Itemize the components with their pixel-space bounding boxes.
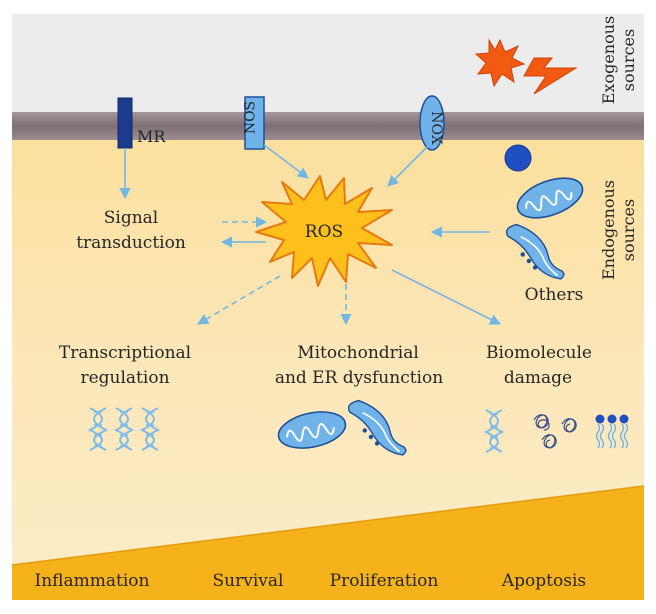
arrow-ros-to-biomolecule [391,269,502,325]
arrow-ros-to-transcription [197,275,281,325]
outcome-survival: Survival [213,571,284,591]
lightning-icon [523,57,578,95]
arrow-nox-to-ros [387,145,429,187]
ros-label: ROS [305,222,343,242]
transcriptional-label-line2: regulation [80,368,169,388]
ros-burst-icon [255,175,393,287]
nos-label: NOS [243,101,259,134]
mitochondrial-label-line2: and ER dysfunction [275,368,443,388]
exogenous-line2: sources [619,29,638,91]
endogenous-line2: sources [619,199,638,261]
lipid-icon [595,414,629,449]
signal-label-line1: Signal [104,208,159,228]
transcriptional-label-line1: Transcriptional [59,343,191,363]
outcome-ramp [12,486,644,600]
outcome-proliferation: Proliferation [330,571,439,591]
peroxisome-icon [504,144,532,172]
signal-label-line2: transduction [76,233,186,253]
radiation-burst-icon [474,38,526,88]
biomolecule-label-line1: Biomolecule [486,343,592,363]
arrow-nos-to-ros [263,144,309,179]
outcome-inflammation: Inflammation [35,571,150,591]
mitochondrial-label-line1: Mitochondrial [297,343,419,363]
endogenous-line1: Endogenous [599,180,618,280]
protein-icon [533,414,577,449]
membrane-receptor-icon [117,97,133,149]
pathway-arrows [119,144,502,326]
nox-label: NOX [428,111,444,144]
cell-membrane [12,112,644,140]
endogenous-sources-label: Endogenous sources [599,180,638,280]
nox-enzyme-icon [419,95,445,151]
biomolecule-label-line2: damage [504,368,572,388]
others-label: Others [525,285,584,305]
exogenous-sources-label: Exogenous sources [599,16,638,105]
mr-label: MR [137,127,166,146]
ramp-edge [11,485,645,566]
outcome-apoptosis: Apoptosis [501,571,586,591]
exogenous-line1: Exogenous [599,16,618,105]
nos-enzyme-icon [244,96,265,150]
